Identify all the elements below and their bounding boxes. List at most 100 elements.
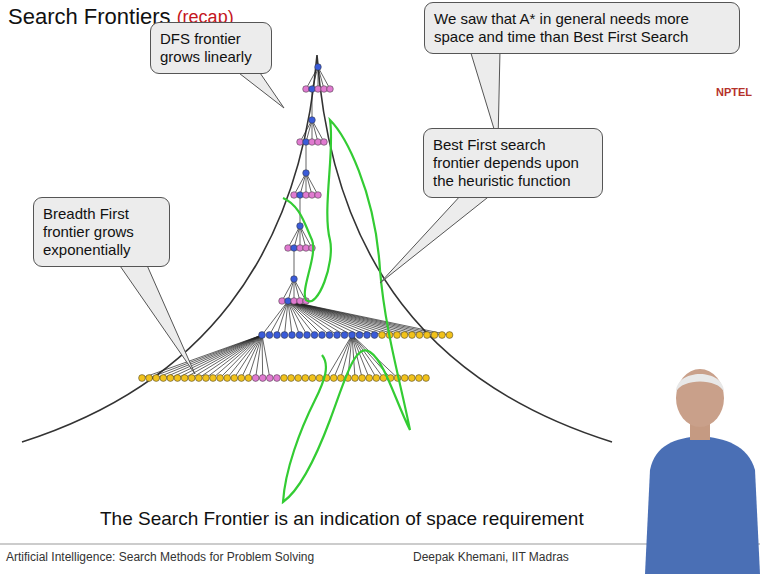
tree-node (303, 245, 310, 252)
tree-node (285, 245, 292, 252)
frontier-node (274, 332, 281, 339)
frontier-node (401, 332, 408, 339)
callout-tail (235, 70, 284, 108)
tree-edge (206, 335, 262, 378)
frontier-node (181, 375, 188, 382)
tree-edge (241, 335, 262, 378)
frontier-node (349, 332, 356, 339)
tree-edge (312, 89, 313, 120)
tree-edge (277, 301, 288, 335)
frontier-node (289, 332, 296, 339)
callout-text: Best First search frontier depends upon … (433, 136, 593, 190)
frontier-node (245, 375, 252, 382)
frontier-node (167, 375, 174, 382)
frontier-node (424, 332, 431, 339)
tree-node (321, 139, 328, 146)
footer-course: Artificial Intelligence: Search Methods … (6, 550, 314, 564)
tree-edge (256, 335, 262, 378)
tree-edge (220, 335, 262, 378)
tree-edge (262, 301, 288, 335)
callout-tail (380, 194, 492, 283)
logo-text: NPTEL (716, 86, 752, 98)
callout-text: We saw that A* in general needs more spa… (434, 10, 730, 46)
presenter-hair (676, 374, 724, 392)
tree-edge (341, 335, 352, 378)
tree-node (279, 298, 286, 305)
tree-node (315, 139, 322, 146)
tree-edge (199, 335, 262, 378)
presenter-shirt (645, 436, 760, 574)
callout-bubble: Best First search frontier depends upon … (423, 128, 603, 198)
tree-node (315, 192, 322, 199)
tree-nodes (139, 64, 453, 382)
frontier-node (295, 375, 302, 382)
tree-node (303, 192, 310, 199)
presenter-figure (645, 369, 760, 574)
frontier-node (364, 332, 371, 339)
tree-edge (270, 301, 289, 335)
frontier-node (359, 375, 366, 382)
frontier-node (238, 375, 245, 382)
frontier-node (217, 375, 224, 382)
tree-node (303, 170, 310, 177)
frontier-node (311, 332, 318, 339)
frontier-node (203, 375, 210, 382)
frontier-node (252, 375, 259, 382)
tree-edge (352, 335, 369, 378)
frontier-node (288, 375, 295, 382)
search-space-outline (22, 55, 612, 442)
tree-edge (192, 335, 262, 378)
tree-node (291, 245, 298, 252)
frontier-node (319, 332, 326, 339)
tree-edge (178, 335, 263, 378)
footer-author: Deepak Khemani, IIT Madras (413, 550, 569, 564)
frontier-node (304, 332, 311, 339)
slide-title: Search Frontiers (8, 4, 171, 30)
tree-edge (234, 335, 262, 378)
tree-node (309, 86, 316, 93)
slide-caption: The Search Frontier is an indication of … (100, 508, 584, 530)
callout-bubble: Breadth First frontier grows exponential… (33, 197, 170, 267)
tree-node (321, 86, 328, 93)
frontier-node (259, 332, 266, 339)
frontier-node (356, 332, 363, 339)
tree-edge (300, 195, 301, 226)
tree-node (303, 86, 310, 93)
tree-node (297, 223, 304, 230)
presenter-head (676, 369, 724, 427)
callout-bubble: DFS frontier grows linearly (150, 22, 272, 74)
frontier-node (316, 375, 323, 382)
frontier-node (416, 375, 423, 382)
frontier-node (210, 375, 217, 382)
frontier-node (188, 375, 195, 382)
tree-node (315, 86, 322, 93)
frontier-node (326, 332, 333, 339)
frontier-node (309, 375, 316, 382)
frontier-node (423, 375, 430, 382)
tree-node (315, 64, 322, 71)
tree-node (309, 117, 316, 124)
frontier-node (281, 375, 288, 382)
frontier-node (266, 375, 273, 382)
tree-node (291, 298, 298, 305)
frontier-node (174, 375, 181, 382)
frontier-node (431, 332, 438, 339)
best-first-frontier (283, 120, 410, 502)
callout-text: Breadth First frontier grows exponential… (43, 205, 160, 259)
frontier-node (139, 375, 146, 382)
callout-text: DFS frontier grows linearly (160, 30, 262, 66)
tree-node (297, 245, 304, 252)
frontier-node (371, 332, 378, 339)
tree-node (285, 298, 292, 305)
frontier-node (394, 332, 401, 339)
tree-edge (285, 301, 289, 335)
tree-edge (142, 335, 262, 378)
tree-node (303, 139, 310, 146)
frontier-node (160, 375, 167, 382)
frontier-node (379, 332, 386, 339)
tree-edge (149, 335, 262, 378)
tree-node (297, 192, 304, 199)
frontier-node (337, 375, 344, 382)
frontier-node (409, 332, 416, 339)
